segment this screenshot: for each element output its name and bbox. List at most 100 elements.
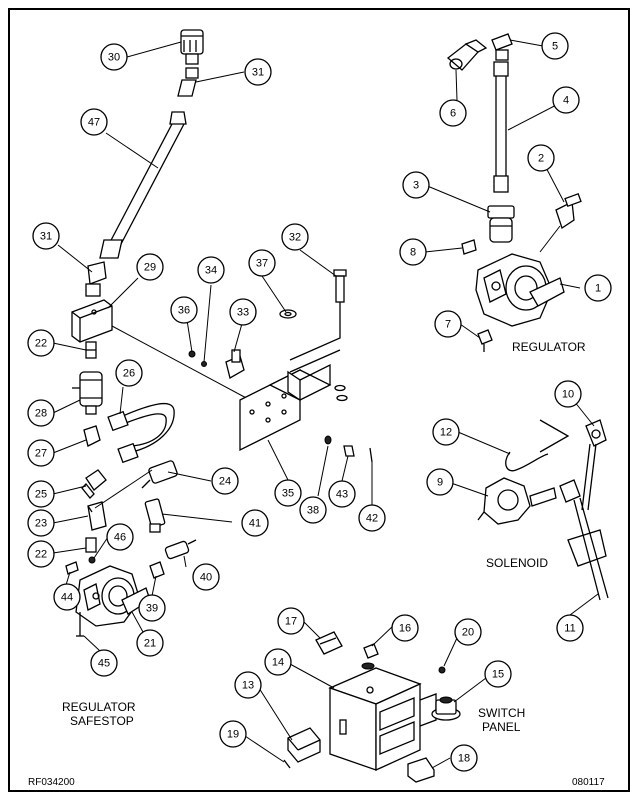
callout-34: 34 <box>197 256 225 284</box>
callout-circle <box>27 480 55 508</box>
callout-circle <box>244 58 272 86</box>
callout-circle <box>229 298 257 326</box>
callout-31a: 31 <box>244 58 272 86</box>
callout-number: 11 <box>564 623 575 635</box>
callout-number: 22 <box>35 549 47 561</box>
callout-number: 7 <box>445 319 451 331</box>
callout-circle <box>554 380 582 408</box>
callout-circle <box>27 399 55 427</box>
callout-circle <box>399 238 427 266</box>
callout-8: 8 <box>399 238 427 266</box>
callout-number: 44 <box>61 592 73 604</box>
callout-circle <box>234 671 262 699</box>
callout-1: 1 <box>584 274 612 302</box>
switch-panel-14-assembly <box>283 631 461 783</box>
callout-number: 31 <box>252 67 264 79</box>
callout-22a: 22 <box>27 329 55 357</box>
callout-circle <box>527 144 555 172</box>
callout-number: 19 <box>227 729 239 741</box>
switch-panel-label-line1: SWITCH <box>478 706 526 720</box>
mounting-bracket-35 <box>188 269 373 463</box>
callout-circle <box>426 468 454 496</box>
callout-number: 43 <box>336 489 348 501</box>
callout-circle <box>27 329 55 357</box>
date-code: 080117 <box>572 777 605 788</box>
callout-number: 1 <box>595 283 601 295</box>
callout-number: 41 <box>249 518 261 530</box>
callout-32: 32 <box>281 223 309 251</box>
callout-number: 15 <box>492 669 504 681</box>
callout-number: 36 <box>178 305 190 317</box>
callout-12: 12 <box>432 418 460 446</box>
callout-33: 33 <box>229 298 257 326</box>
callout-number: 40 <box>200 572 212 584</box>
callout-5: 5 <box>541 32 569 60</box>
callout-40: 40 <box>192 563 220 591</box>
callout-number: 46 <box>114 532 126 544</box>
callout-27: 27 <box>27 439 55 467</box>
solenoid-9-assembly <box>477 419 609 601</box>
callout-number: 27 <box>35 448 47 460</box>
callout-20: 20 <box>454 618 482 646</box>
callout-number: 32 <box>289 232 301 244</box>
callout-number: 21 <box>144 638 156 650</box>
callout-11: 11 <box>556 614 584 642</box>
callout-balloons: 1234567891011121314151617181920212222232… <box>27 32 612 772</box>
callout-number: 39 <box>146 603 158 615</box>
callout-number: 23 <box>35 518 47 530</box>
callout-14: 14 <box>264 648 292 676</box>
callout-number: 12 <box>440 427 452 439</box>
callout-21: 21 <box>136 629 164 657</box>
callout-circle <box>219 720 247 748</box>
switch-panel-label-line2: PANEL <box>482 720 521 734</box>
callout-number: 33 <box>237 307 249 319</box>
callout-2: 2 <box>527 144 555 172</box>
callout-circle <box>454 618 482 646</box>
callout-19: 19 <box>219 720 247 748</box>
callout-circle <box>27 439 55 467</box>
callout-circle <box>211 467 239 495</box>
callout-7: 7 <box>434 310 462 338</box>
solenoid-label: SOLENOID <box>486 556 549 570</box>
manifold-block-29 <box>71 299 113 343</box>
callout-circle <box>541 32 569 60</box>
callout-number: 26 <box>123 368 135 380</box>
callout-25: 25 <box>27 480 55 508</box>
callout-circle <box>277 607 305 635</box>
callout-number: 10 <box>562 389 574 401</box>
callout-17: 17 <box>277 607 305 635</box>
callout-number: 2 <box>538 153 544 165</box>
callout-number: 37 <box>256 258 268 270</box>
hose-47-assembly <box>85 29 204 297</box>
drawing-number: RF034200 <box>28 777 75 788</box>
callout-number: 28 <box>35 408 47 420</box>
callout-9: 9 <box>426 468 454 496</box>
callout-number: 14 <box>272 657 284 669</box>
callout-circle <box>439 99 467 127</box>
callout-42: 42 <box>358 504 386 532</box>
callout-number: 38 <box>307 505 319 517</box>
callout-16: 16 <box>391 614 419 642</box>
callout-circle <box>192 563 220 591</box>
callout-circle <box>328 480 356 508</box>
callout-number: 47 <box>88 117 100 129</box>
callout-23: 23 <box>27 509 55 537</box>
callout-circle <box>106 523 134 551</box>
callout-35: 35 <box>274 479 302 507</box>
callout-number: 35 <box>282 488 294 500</box>
callout-circle <box>27 509 55 537</box>
callout-46: 46 <box>106 523 134 551</box>
callout-13: 13 <box>234 671 262 699</box>
callout-29: 29 <box>136 253 164 281</box>
callout-number: 8 <box>410 247 416 259</box>
callout-number: 30 <box>108 52 120 64</box>
callout-circle <box>138 594 166 622</box>
callout-number: 13 <box>242 680 254 692</box>
callout-circle <box>432 418 460 446</box>
callout-circle <box>358 504 386 532</box>
callout-circle <box>434 310 462 338</box>
callout-number: 24 <box>219 476 231 488</box>
callout-number: 16 <box>399 623 411 635</box>
callout-circle <box>241 509 269 537</box>
callout-number: 3 <box>413 180 419 192</box>
